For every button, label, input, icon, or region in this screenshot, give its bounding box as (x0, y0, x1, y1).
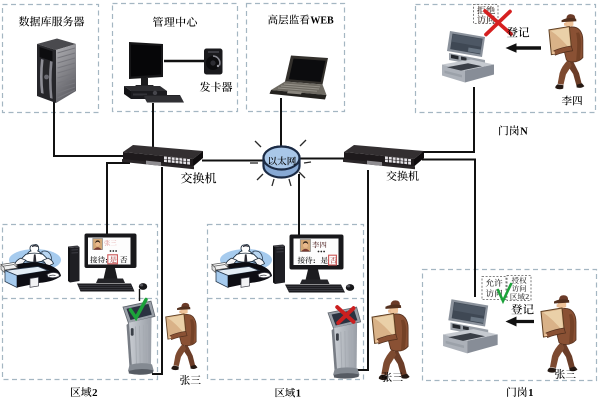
svg-text:2: 2 (525, 292, 529, 301)
svg-text:1: 1 (528, 387, 533, 399)
svg-text:WEB: WEB (310, 15, 334, 26)
svg-text::: : (313, 256, 316, 265)
svg-text:2: 2 (92, 387, 97, 399)
svg-text::: : (105, 255, 108, 264)
svg-text:N: N (520, 126, 528, 137)
svg-text:1: 1 (296, 388, 301, 399)
